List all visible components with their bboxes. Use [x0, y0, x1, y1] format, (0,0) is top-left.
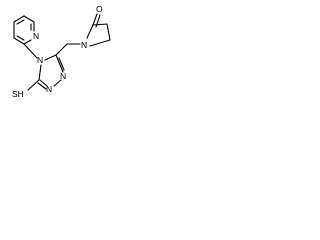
- bond: [13, 15, 25, 23]
- double-bond: [37, 82, 47, 90]
- bond: [23, 43, 38, 59]
- bond: [38, 64, 42, 81]
- molecule-structure: N N N N SH N O: [12, 4, 111, 99]
- pyridine-ring: [13, 15, 35, 45]
- bond: [23, 39, 32, 45]
- triazole-n2-label: N: [46, 84, 52, 94]
- triazole-n4-label: N: [37, 55, 43, 65]
- bond: [23, 15, 35, 23]
- bond: [39, 79, 48, 87]
- bond: [55, 54, 64, 73]
- carbonyl-o-label: O: [96, 4, 103, 14]
- bond: [27, 79, 40, 91]
- double-bond: [16, 19, 25, 25]
- bond: [86, 24, 94, 39]
- bond: [13, 37, 25, 45]
- triazole-n1-label: N: [60, 71, 66, 81]
- thiol-label: SH: [12, 89, 24, 99]
- pyrrolidinone-ring: [86, 23, 111, 47]
- triazole-ring: [37, 54, 65, 90]
- bond: [92, 13, 98, 26]
- double-bond: [58, 57, 65, 71]
- double-bond: [16, 35, 25, 41]
- bond: [53, 79, 62, 87]
- bond: [89, 39, 111, 47]
- bond: [55, 43, 68, 56]
- pyridine-n-label: N: [33, 31, 39, 41]
- lactam-n-label: N: [81, 40, 87, 50]
- bond: [92, 23, 108, 26]
- bond: [44, 54, 57, 61]
- double-bond: [95, 14, 101, 28]
- bond: [106, 23, 111, 41]
